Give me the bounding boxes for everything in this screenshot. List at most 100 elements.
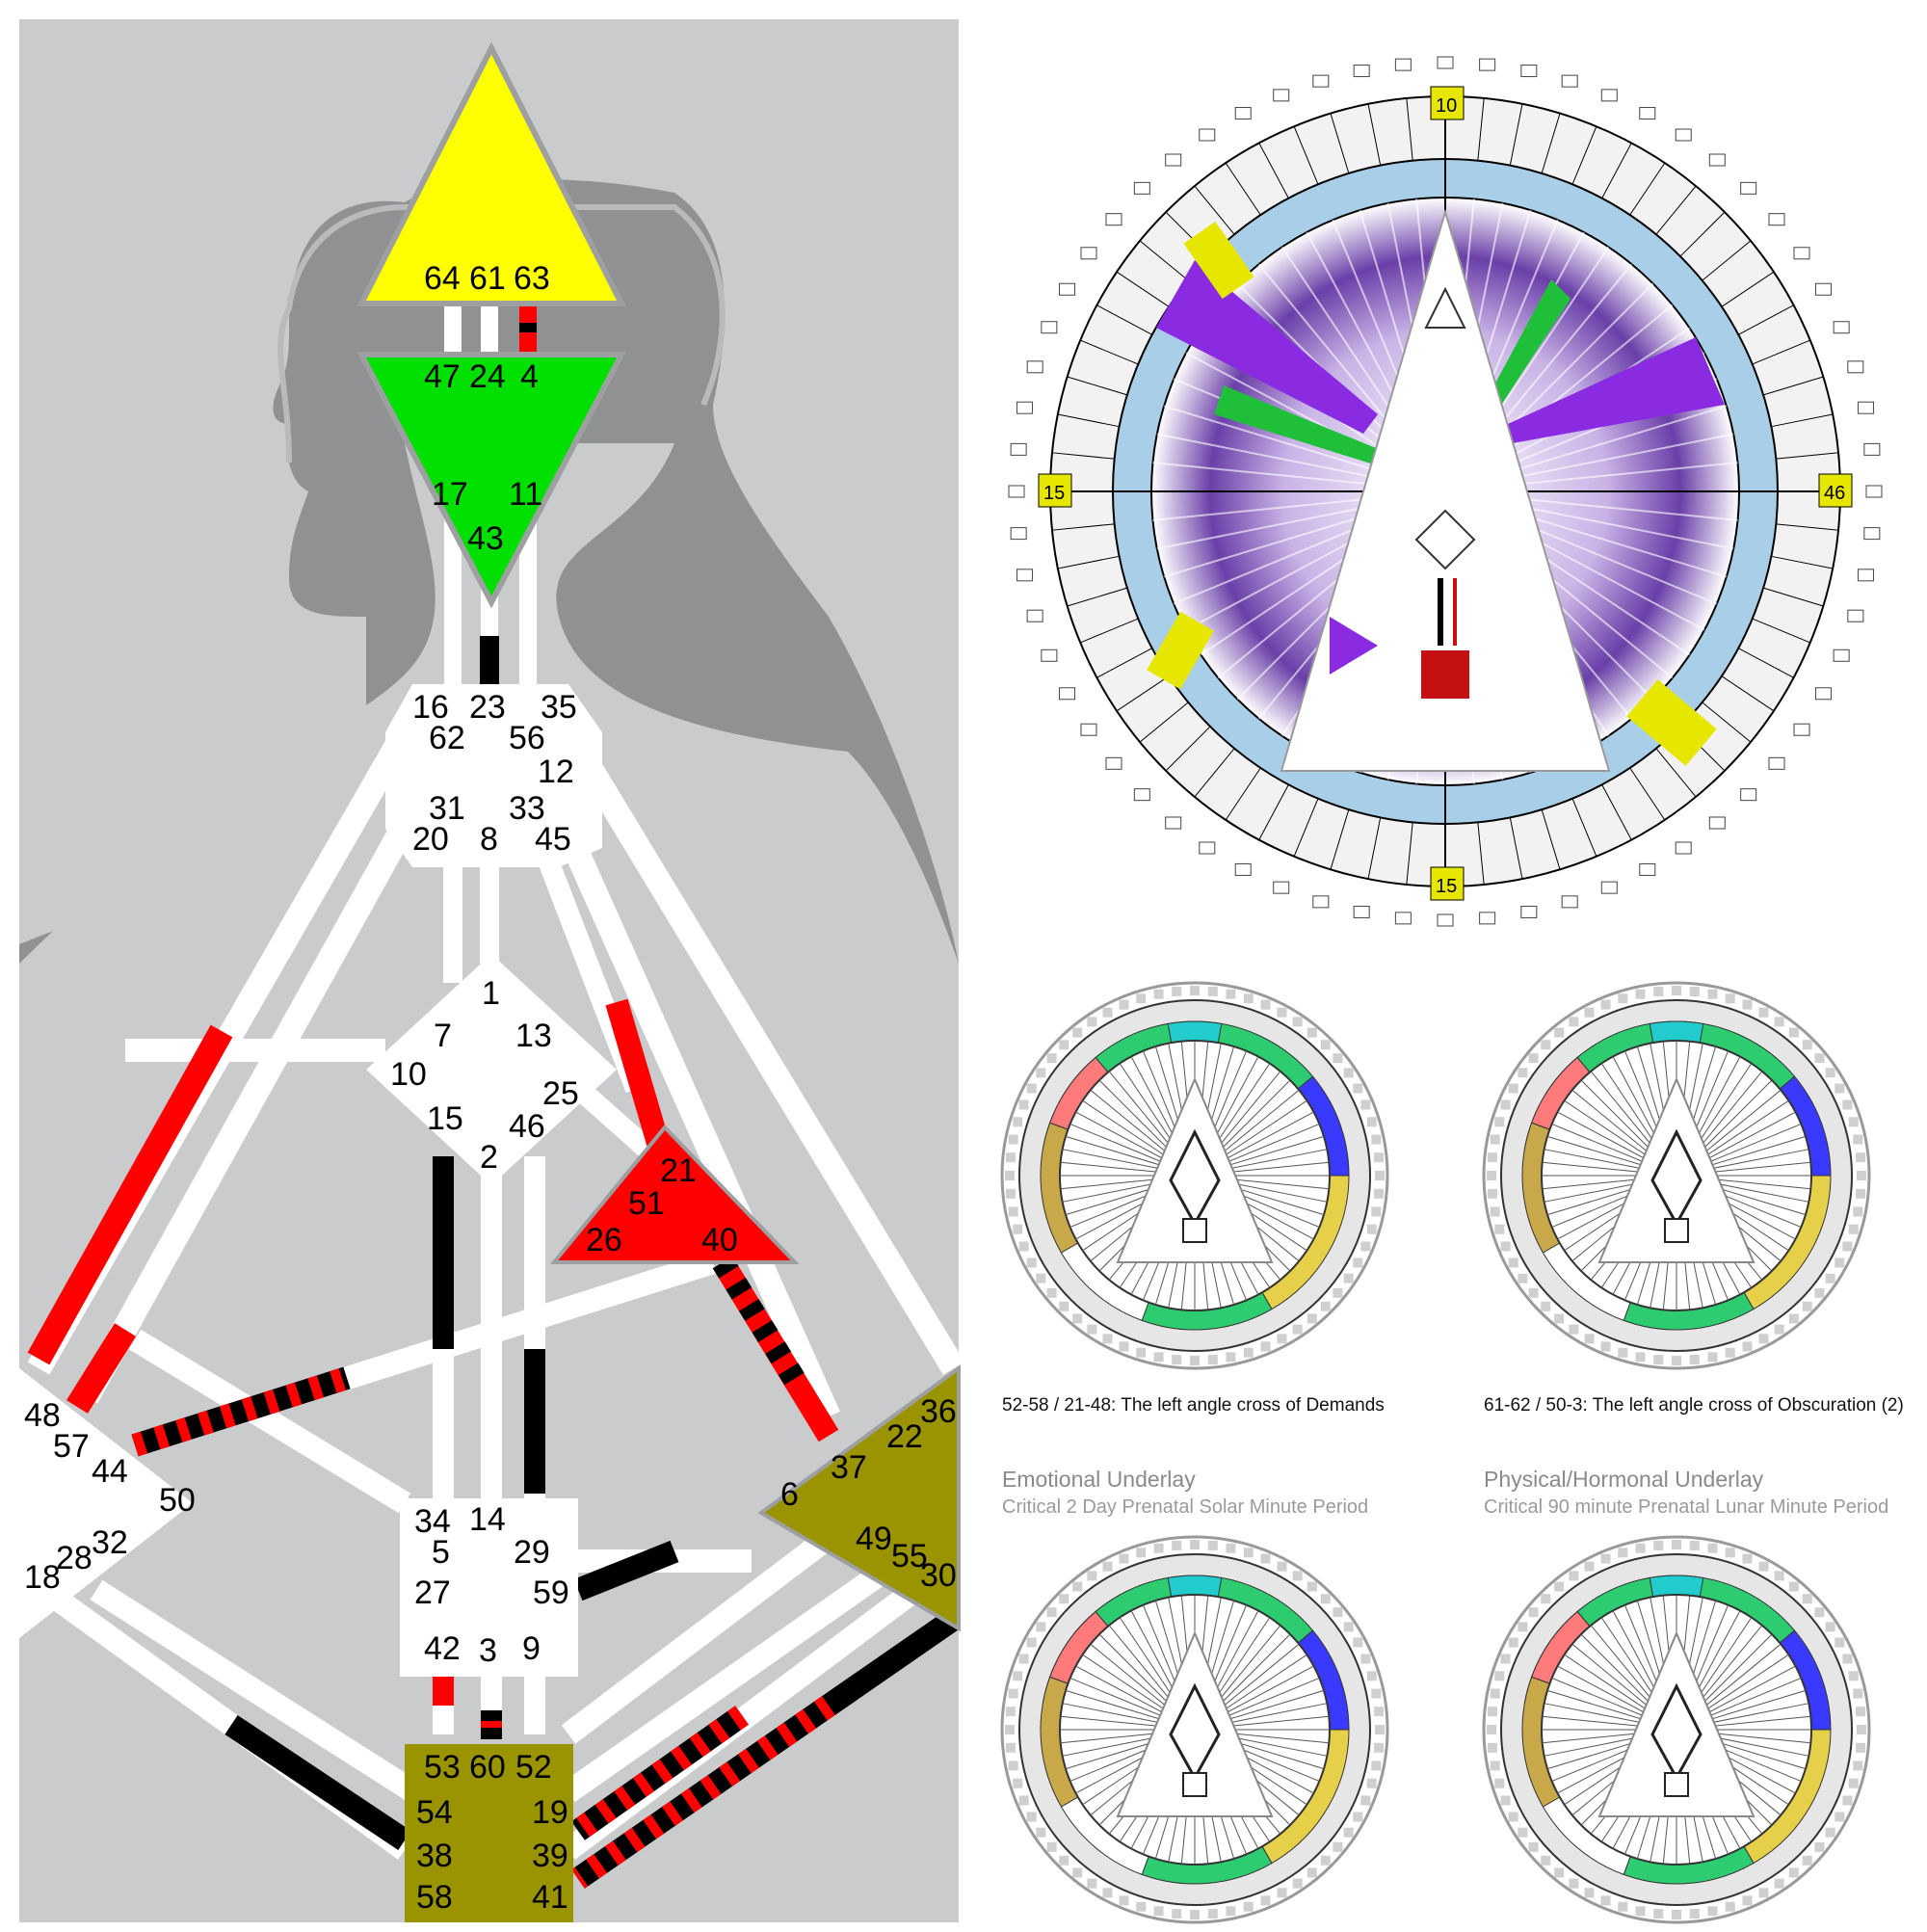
gate-division bbox=[1771, 413, 1834, 428]
hexagram-glyph bbox=[1260, 1895, 1271, 1906]
chart-3-title: Emotional Underlay bbox=[1002, 1467, 1196, 1492]
gate-44: 44 bbox=[92, 1453, 128, 1490]
hexagram-glyph bbox=[1528, 1841, 1539, 1852]
gate-46: 46 bbox=[509, 1108, 545, 1145]
hexagram-glyph bbox=[1260, 999, 1271, 1010]
hexagram-glyph bbox=[1500, 1099, 1511, 1110]
gate-17: 17 bbox=[432, 476, 468, 513]
gate-division bbox=[1601, 784, 1632, 840]
gate-division bbox=[1139, 701, 1189, 743]
gate-23: 23 bbox=[469, 689, 506, 726]
hexagram-glyph bbox=[1207, 986, 1218, 996]
hexagram-glyph bbox=[1725, 1548, 1735, 1558]
hexagram-glyph bbox=[1857, 569, 1874, 582]
channel-48-16-red bbox=[27, 1024, 233, 1365]
hexagram-glyph bbox=[1008, 1760, 1018, 1771]
hexagram-glyph bbox=[1554, 1867, 1565, 1878]
mini-chart-4 bbox=[1482, 1535, 1871, 1924]
hexagram-glyph bbox=[1026, 1637, 1037, 1648]
gate-division bbox=[1139, 240, 1189, 281]
hexagram-glyph bbox=[1036, 1068, 1046, 1078]
hexagram-glyph bbox=[1394, 912, 1412, 925]
gate-division bbox=[1721, 675, 1775, 712]
gate-division bbox=[1293, 798, 1319, 857]
solar-plexus-center bbox=[757, 1364, 961, 1632]
hexagram-glyph bbox=[1528, 1053, 1539, 1064]
gate-25: 25 bbox=[542, 1075, 579, 1112]
hexagram-glyph bbox=[1226, 1352, 1236, 1363]
gate-division bbox=[1571, 126, 1597, 185]
hexagram-glyph bbox=[1375, 1725, 1385, 1734]
channel-44-26-red bbox=[131, 1366, 351, 1457]
hexagram-glyph bbox=[1105, 213, 1122, 226]
hexagram-ring bbox=[1008, 56, 1883, 927]
mandala-chart: 10 15 15 46 bbox=[973, 19, 1917, 964]
hexagram-glyph bbox=[1018, 1795, 1029, 1806]
hexagram-glyph bbox=[1013, 1224, 1023, 1234]
hexagram-glyph bbox=[1036, 1273, 1046, 1284]
hexagram-glyph bbox=[1072, 1313, 1083, 1324]
hexagram-glyph bbox=[1243, 993, 1254, 1004]
hexagram-glyph bbox=[1848, 1778, 1859, 1788]
mini-chart-1 bbox=[1000, 981, 1389, 1370]
hexagram-glyph bbox=[1343, 1068, 1354, 1078]
hexagram-glyph bbox=[1500, 1795, 1511, 1806]
hexagram-glyph bbox=[1863, 442, 1881, 456]
gate-division bbox=[1057, 413, 1120, 428]
hexagram-glyph bbox=[1005, 1742, 1016, 1753]
gate-34: 34 bbox=[414, 1503, 451, 1540]
hexagram-glyph bbox=[1584, 1334, 1595, 1344]
g-center bbox=[366, 954, 617, 1185]
hexagram-glyph bbox=[1554, 1027, 1565, 1038]
hexagram-glyph bbox=[1371, 1688, 1382, 1699]
gate-division bbox=[1601, 143, 1632, 198]
root-center bbox=[405, 1744, 573, 1922]
hexagram-glyph bbox=[1343, 1622, 1354, 1632]
hexagram-glyph bbox=[1768, 213, 1785, 226]
gate-24: 24 bbox=[469, 358, 506, 395]
gate-41: 41 bbox=[532, 1879, 568, 1916]
hexagram-glyph bbox=[1005, 1188, 1016, 1199]
hexagram-glyph bbox=[1059, 1594, 1069, 1604]
gate-33: 33 bbox=[509, 790, 545, 827]
hexagram-glyph bbox=[1856, 1707, 1866, 1717]
gate-division bbox=[1067, 587, 1128, 607]
gate-37: 37 bbox=[831, 1449, 867, 1486]
gate-division bbox=[1116, 271, 1170, 307]
hexagram-glyph bbox=[1774, 1878, 1784, 1889]
hexagram-glyph bbox=[1635, 989, 1646, 999]
gate-64: 64 bbox=[424, 260, 461, 297]
gate-59: 59 bbox=[533, 1575, 569, 1611]
gate-42: 42 bbox=[424, 1630, 461, 1667]
mandala-bottom-gate: 15 bbox=[1436, 876, 1457, 897]
hexagram-glyph bbox=[1842, 1099, 1853, 1110]
hexagram-glyph bbox=[1371, 1206, 1382, 1217]
hexagram-glyph bbox=[1005, 1707, 1016, 1717]
hexagram-glyph bbox=[1689, 986, 1700, 996]
hexagram-glyph bbox=[1008, 1134, 1018, 1145]
hexagram-glyph bbox=[1774, 1017, 1784, 1027]
mandala-bottom-gate-box bbox=[1430, 866, 1465, 901]
hexagram-glyph bbox=[1600, 999, 1611, 1010]
highlight-yellow-a bbox=[1183, 221, 1254, 300]
hexagram-glyph bbox=[1500, 1241, 1511, 1252]
gate-division bbox=[1738, 648, 1794, 678]
mandala-top-gate-box bbox=[1430, 86, 1465, 120]
channel-18-58-black bbox=[224, 1715, 411, 1850]
gate-labels: 64 61 63 47 24 4 17 11 43 16 23 35 62 56… bbox=[24, 260, 957, 1916]
gate-division bbox=[1096, 304, 1152, 335]
hexagram-glyph bbox=[1758, 1561, 1769, 1572]
chart-2-caption: 61-62 / 50-3: The left angle cross of Ob… bbox=[1484, 1395, 1904, 1416]
hexagram-glyph bbox=[1814, 1841, 1825, 1852]
hexagram-glyph bbox=[1490, 1134, 1500, 1145]
mini-chart-3 bbox=[1000, 1535, 1389, 1924]
hexagram-glyph bbox=[1360, 1099, 1371, 1110]
hexagram-glyph bbox=[1059, 687, 1076, 701]
hexagram-glyph bbox=[1487, 1725, 1496, 1734]
hexagram-glyph bbox=[1018, 1099, 1029, 1110]
hexagram-glyph bbox=[1312, 74, 1330, 88]
hexagram-glyph bbox=[1689, 1909, 1700, 1919]
channel-6-59-black bbox=[573, 1540, 679, 1601]
gate-7: 7 bbox=[434, 1018, 452, 1054]
hexagram-glyph bbox=[1742, 1895, 1753, 1906]
